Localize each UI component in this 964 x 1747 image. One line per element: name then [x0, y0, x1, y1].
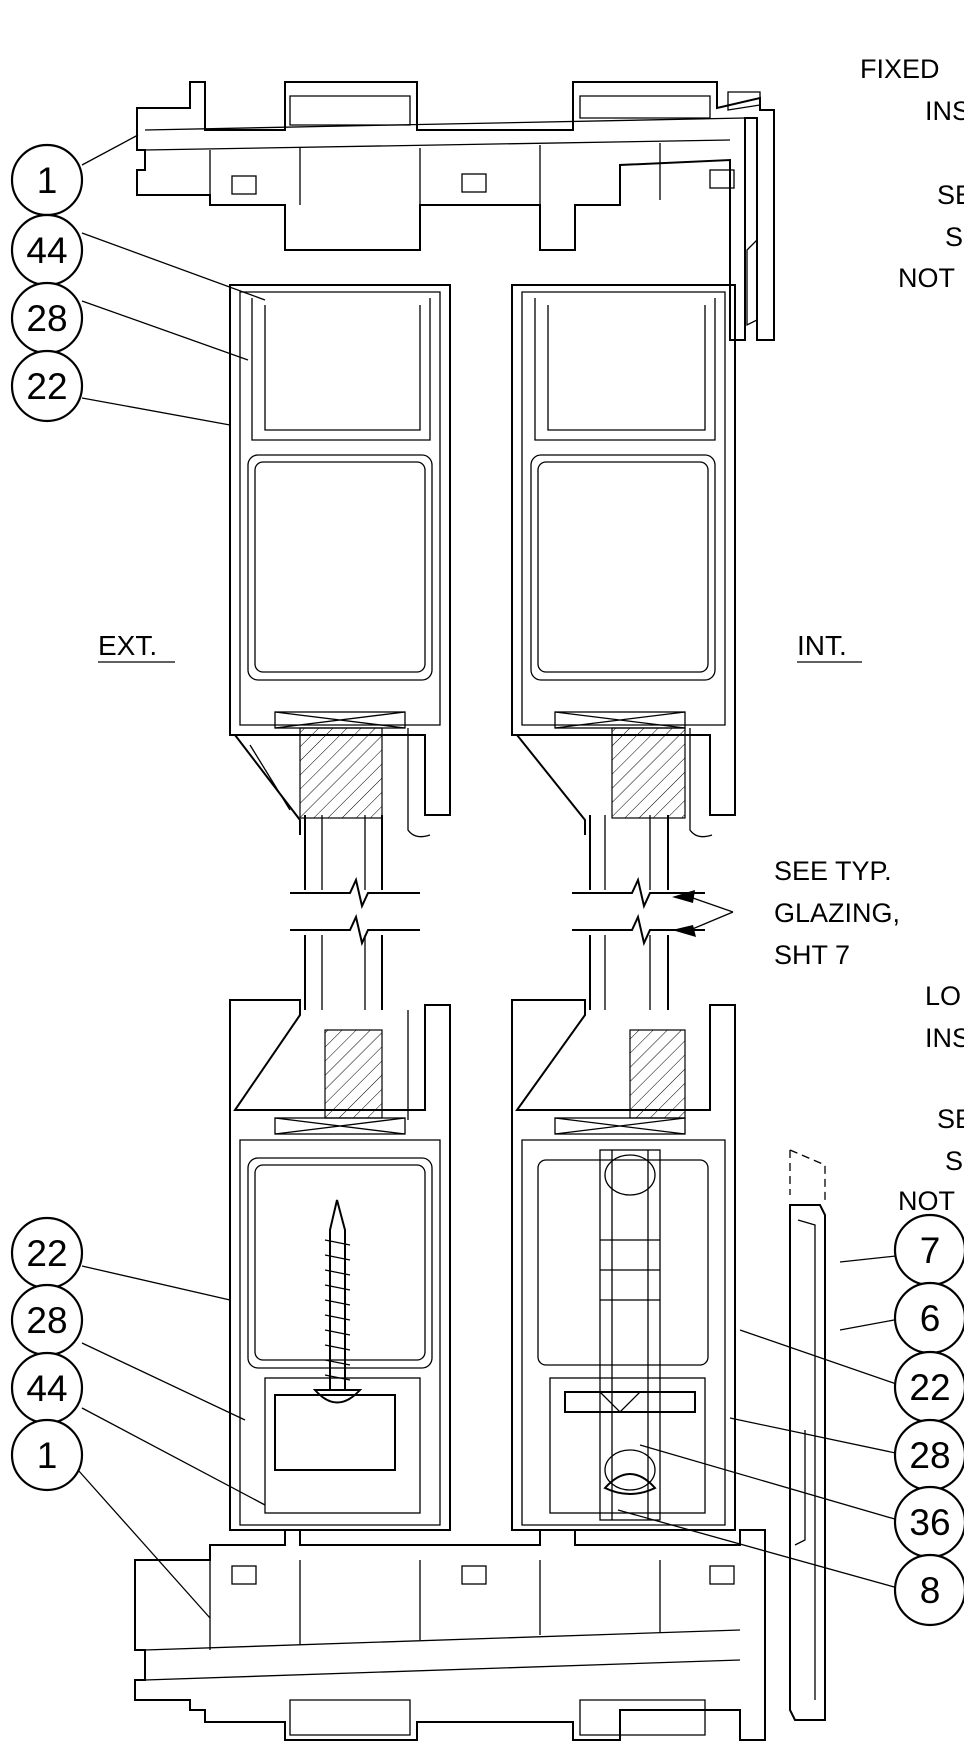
callout-28-top: 28: [10, 281, 84, 355]
leader-lines: [77, 134, 906, 1619]
note-lower-right: LO INS SE S NOT: [898, 981, 964, 1216]
callout-44-bottom: 44: [10, 1351, 84, 1425]
svg-text:28: 28: [26, 1300, 67, 1341]
sill-covers: [789, 1149, 826, 1721]
svg-text:FIXED: FIXED: [860, 54, 940, 84]
callout-1-bottom: 1: [10, 1418, 84, 1492]
svg-text:7: 7: [920, 1230, 941, 1271]
svg-text:INS: INS: [925, 96, 964, 126]
callout-44-top: 44: [10, 213, 84, 287]
svg-text:22: 22: [909, 1367, 950, 1408]
side-labels: EXT. INT.: [98, 630, 862, 663]
svg-text:SEE TYP.: SEE TYP.: [774, 856, 892, 886]
callout-22-top: 22: [10, 349, 84, 423]
svg-text:INS: INS: [925, 1023, 964, 1053]
svg-text:1: 1: [37, 1435, 58, 1476]
svg-text:NOT: NOT: [898, 1186, 955, 1216]
svg-text:22: 22: [26, 366, 67, 407]
sill-frame: [134, 1529, 766, 1741]
svg-text:S: S: [945, 222, 963, 252]
right-glazing-upper: [572, 815, 705, 910]
callout-1-top: 1: [10, 143, 84, 217]
ext-label: EXT.: [98, 630, 157, 661]
left-glazing-upper: [290, 815, 420, 910]
right-sash-lower: [511, 999, 736, 1531]
svg-text:SE: SE: [937, 180, 964, 210]
svg-text:SE: SE: [937, 1104, 964, 1134]
callouts-left-top: 1 44 28 22: [10, 143, 84, 423]
svg-text:28: 28: [26, 298, 67, 339]
svg-text:SHT 7: SHT 7: [774, 940, 850, 970]
svg-text:LO: LO: [925, 981, 961, 1011]
screw-boss-2: [461, 173, 487, 193]
callouts-right: 7 6 22 28 36 8: [893, 1213, 964, 1627]
callout-22-bottom: 22: [10, 1216, 84, 1290]
left-sash-upper: [229, 284, 451, 838]
svg-text:44: 44: [26, 230, 67, 271]
callout-6: 6: [893, 1281, 964, 1355]
callout-22-right: 22: [893, 1350, 964, 1424]
left-glazing-lower: [290, 913, 420, 1010]
svg-text:S: S: [945, 1146, 963, 1176]
right-sash-upper: [511, 284, 736, 838]
head-frame: [136, 81, 775, 341]
svg-text:36: 36: [909, 1502, 950, 1543]
roller-assembly: [599, 1149, 661, 1521]
right-glazing-lower: [572, 913, 705, 1010]
svg-text:NOT: NOT: [898, 263, 955, 293]
callouts-left-bottom: 22 28 44 1: [10, 1216, 84, 1492]
wheel-bottom: [604, 1449, 656, 1491]
left-sash-lower: [229, 999, 451, 1531]
screw-boss-3: [709, 169, 735, 189]
wheel-top: [604, 1154, 656, 1196]
svg-text:44: 44: [26, 1368, 67, 1409]
callout-8: 8: [893, 1553, 964, 1627]
callout-36: 36: [893, 1485, 964, 1559]
callout-28-right: 28: [893, 1418, 964, 1492]
svg-text:GLAZING,: GLAZING,: [774, 898, 900, 928]
callout-28-bottom: 28: [10, 1283, 84, 1357]
note-top-right: FIXED INS SE S NOT: [860, 54, 964, 293]
svg-text:28: 28: [909, 1435, 950, 1476]
int-label: INT.: [797, 630, 847, 661]
callout-7: 7: [893, 1213, 964, 1287]
svg-text:22: 22: [26, 1233, 67, 1274]
svg-text:1: 1: [37, 160, 58, 201]
svg-text:6: 6: [920, 1298, 941, 1339]
screw-boss-1: [231, 175, 257, 195]
svg-text:8: 8: [920, 1570, 941, 1611]
note-glazing: SEE TYP. GLAZING, SHT 7: [774, 856, 900, 970]
